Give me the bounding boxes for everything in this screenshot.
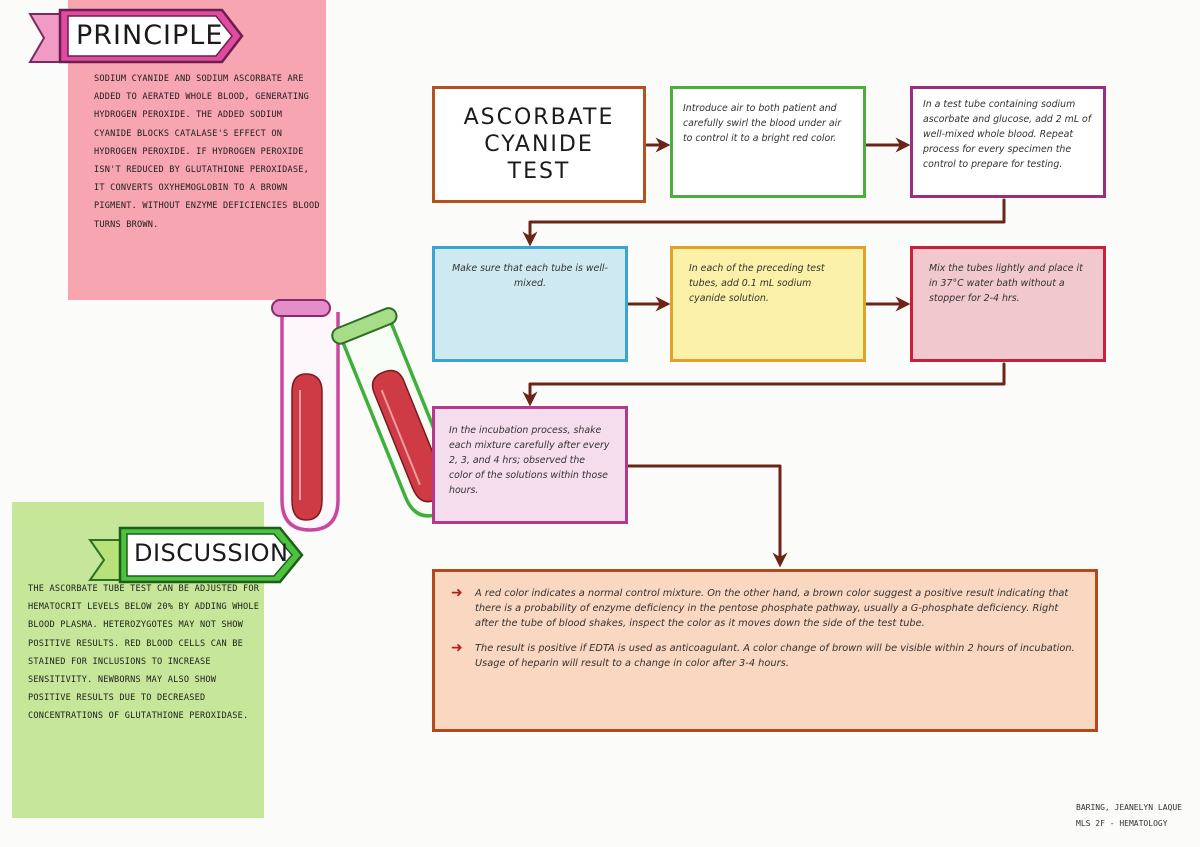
principle-text: Sodium cyanide and sodium ascorbate are … [94, 74, 320, 230]
result-item-1: ➜ A red color indicates a normal control… [451, 586, 1081, 631]
test-tube-pink [271, 299, 340, 532]
arrow-step2-to-step3 [522, 198, 1006, 247]
result-text-2: The result is positive if EDTA is used a… [475, 643, 1075, 669]
principle-banner [28, 8, 244, 64]
step3-box: Make sure that each tube is well-mixed. [432, 246, 628, 362]
discussion-title: DISCUSSION [134, 539, 289, 567]
step6-box: In the incubation process, shake each mi… [432, 406, 628, 524]
step2-box: In a test tube containing sodium ascorba… [910, 86, 1106, 198]
discussion-text: The ascorbate tube test can be adjusted … [28, 584, 260, 722]
result-item-2: ➜ The result is positive if EDTA is used… [451, 641, 1081, 671]
arrow-right-icon: ➜ [451, 585, 463, 601]
result-box: ➜ A red color indicates a normal control… [432, 569, 1098, 732]
arrow-right-icon: ➜ [451, 640, 463, 656]
flow-title-box: ASCORBATE CYANIDE TEST [432, 86, 646, 203]
author-block: Baring, Jeanelyn Laque MLS 2F - Hematolo… [1076, 800, 1182, 832]
step5-box: Mix the tubes lightly and place it in 37… [910, 246, 1106, 362]
arrow-step5-to-step6 [522, 362, 1006, 407]
step1-box: Introduce air to both patient and carefu… [670, 86, 866, 198]
arrow-step6-to-result [627, 464, 788, 568]
flow-title: ASCORBATE CYANIDE TEST [463, 105, 615, 184]
discussion-banner [88, 526, 304, 584]
result-text-1: A red color indicates a normal control m… [475, 588, 1069, 629]
author-name: Baring, Jeanelyn Laque [1076, 803, 1182, 812]
test-tube-green [331, 307, 459, 518]
author-course: MLS 2F - Hematology [1076, 819, 1168, 828]
step4-box: In each of the preceding test tubes, add… [670, 246, 866, 362]
principle-title: PRINCIPLE [76, 20, 224, 51]
